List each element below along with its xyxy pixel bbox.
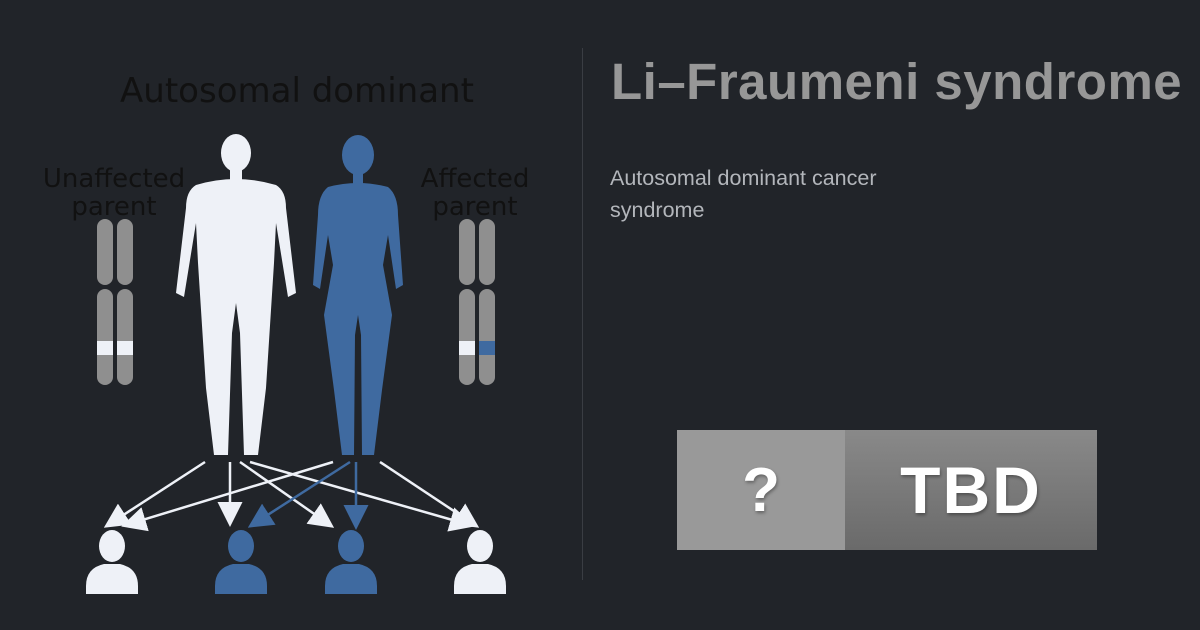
child-unaffected-son — [86, 530, 138, 594]
page-subtitle: Autosomal dominant cancer syndrome — [610, 166, 877, 222]
badge-tbd: TBD — [845, 430, 1097, 550]
unaffected-chromosomes — [97, 219, 133, 385]
unaffected-father-figure — [176, 134, 296, 455]
page-title: Li–Fraumeni syndrome — [611, 53, 1183, 110]
affected-mother-figure — [313, 135, 403, 455]
child-unaffected-daughter — [454, 530, 506, 594]
divider — [582, 48, 583, 580]
unaffected-parent-label-2: parent — [71, 192, 156, 222]
affected-parent-label-2: parent — [432, 192, 517, 222]
diagram-heading: Autosomal dominant — [120, 71, 474, 111]
affected-chromosomes — [459, 219, 495, 385]
child-affected-son — [325, 530, 377, 594]
inheritance-diagram: Autosomal dominant Unaffected parent Aff… — [43, 71, 530, 594]
child-affected-daughter — [215, 530, 267, 594]
status-badge: ? TBD — [677, 430, 1097, 550]
affected-parent-label: Affected — [421, 164, 530, 194]
inheritance-arrows — [103, 460, 480, 532]
unaffected-parent-label: Unaffected — [43, 164, 185, 194]
badge-question-mark: ? — [677, 430, 845, 550]
